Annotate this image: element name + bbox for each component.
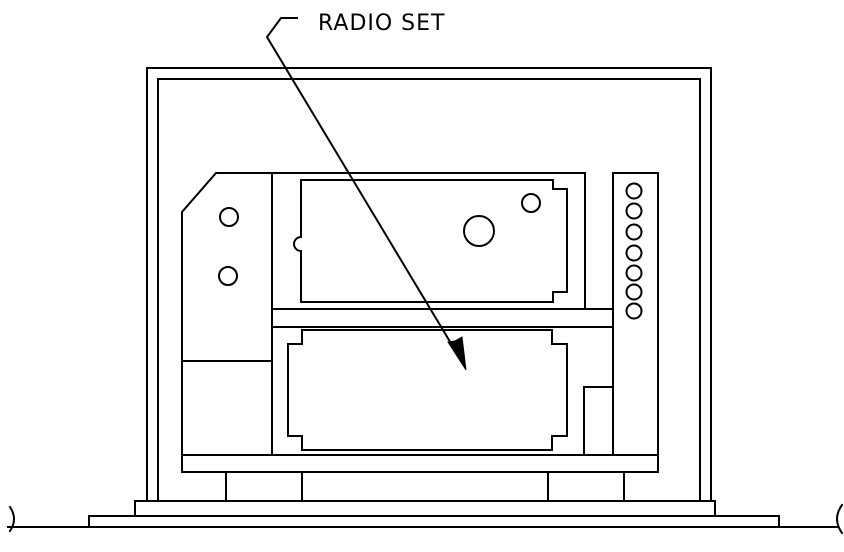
mounting-base [7, 500, 844, 535]
left-panel-knob-lower [218, 266, 238, 286]
radio-set-front-panel [287, 329, 568, 451]
shock-mount-left [225, 471, 303, 502]
connector-jack-1 [625, 182, 643, 200]
radio-set-unit [271, 326, 614, 456]
radio-rack [181, 308, 659, 502]
upper-unit-front-panel [293, 179, 568, 303]
base-plate [88, 515, 780, 528]
right-bracket-lower [583, 386, 614, 456]
connector-jack-5 [625, 264, 643, 282]
left-panel-knob-upper [219, 207, 239, 227]
upper-unit [271, 172, 586, 310]
shock-mount-right [547, 471, 625, 502]
callout-label: RADIO SET [318, 11, 446, 36]
connector-jack-7 [625, 302, 643, 320]
callout-arrowhead [447, 336, 467, 371]
enclosure-inner-wall [157, 78, 701, 502]
connector-jack-2 [625, 202, 643, 220]
right-connector-panel [583, 172, 659, 456]
rack-middle-shelf [271, 308, 614, 328]
radio-set-callout: RADIO SET [265, 11, 467, 371]
break-line-right [836, 503, 844, 535]
upper-unit-large-knob [463, 215, 495, 247]
callout-leader-line [265, 17, 460, 357]
connector-strip [612, 172, 659, 456]
connector-jack-6 [625, 283, 643, 301]
break-line-left [8, 505, 15, 533]
connector-jack-3 [625, 223, 643, 241]
left-side-panel [181, 172, 273, 456]
rack-bottom-rail [181, 454, 659, 473]
base-sub-plate [134, 500, 716, 517]
left-panel-outline [181, 172, 273, 456]
upper-unit-housing [271, 172, 586, 310]
upper-unit-small-knob [521, 193, 541, 213]
connector-jack-4 [625, 244, 643, 262]
enclosure [146, 67, 712, 502]
